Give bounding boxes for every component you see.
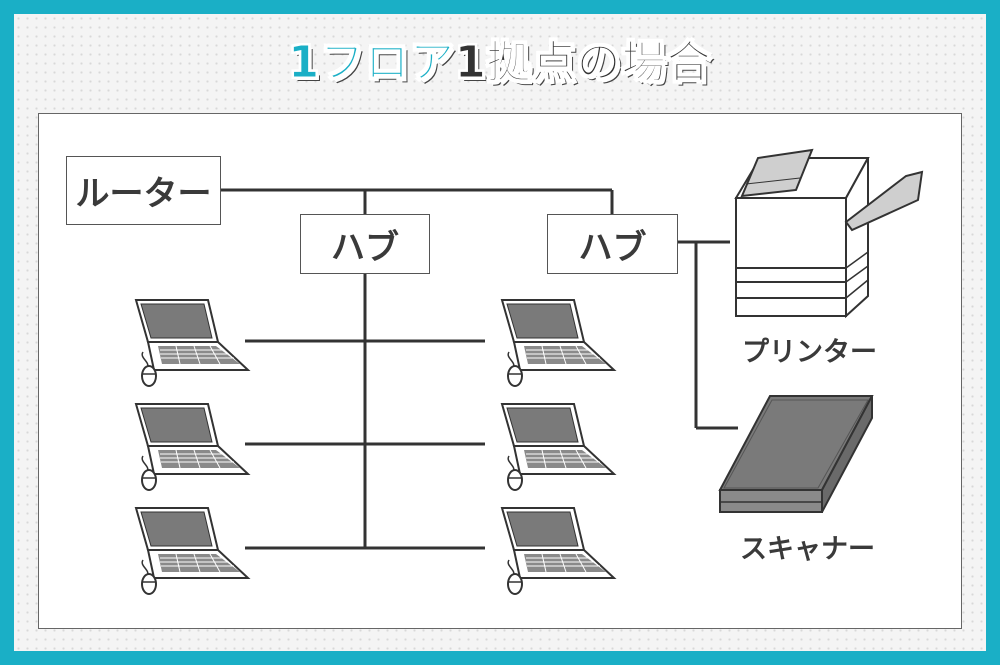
connection-lines [221, 188, 738, 550]
scanner-label: スキャナー [740, 534, 875, 565]
laptop-icon [501, 507, 615, 579]
router-node: ルーター [66, 156, 221, 225]
scanner-icon [718, 395, 874, 513]
laptop-icon [135, 507, 249, 579]
printer-label: プリンター [742, 337, 877, 368]
laptop-icon [501, 403, 615, 475]
left-hub-node: ハブ [300, 214, 430, 274]
title-rest: 1拠点の場合 [455, 37, 712, 89]
title-accent: 1フロア [288, 37, 455, 89]
laptop-icon [135, 403, 249, 475]
right-hub-node: ハブ [547, 214, 678, 274]
laptop-icon [135, 299, 249, 371]
printer-icon [734, 148, 924, 319]
laptop-icon [501, 299, 615, 371]
page-title: 1フロア1拠点の場合 [0, 26, 1000, 90]
